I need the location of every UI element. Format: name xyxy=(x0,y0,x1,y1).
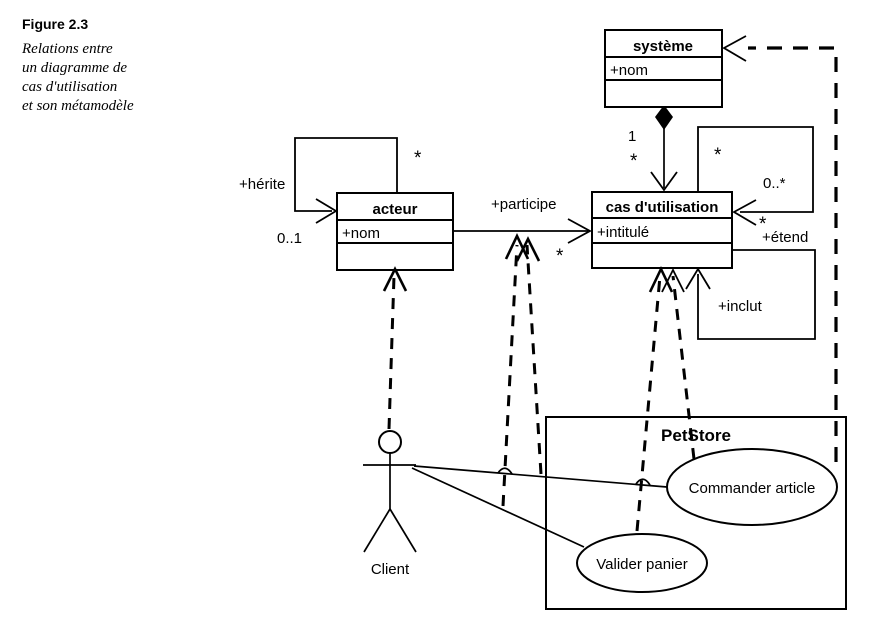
petstore-to-systeme-dashed-line xyxy=(748,46,838,462)
class-acteur: acteur +nom xyxy=(336,192,454,271)
composition-mult-cas: * xyxy=(630,151,638,172)
actor-leg-left xyxy=(363,508,391,553)
acteur-title: acteur xyxy=(372,201,417,218)
client-commander-line xyxy=(413,465,668,488)
cas-utilisation-attribute: +intitulé xyxy=(597,224,649,241)
valider-to-cas-arrowhead-icon xyxy=(648,265,674,293)
composition-diamond-icon xyxy=(655,105,673,130)
herite-mult-target: 0..1 xyxy=(277,230,302,247)
etend-mult-target: * xyxy=(759,214,767,235)
systeme-title: système xyxy=(633,38,693,55)
valider-panier-label: Valider panier xyxy=(596,556,687,573)
association-composition: 1 * xyxy=(628,105,678,192)
class-systeme: système +nom xyxy=(604,29,723,108)
petstore-to-systeme-arrowhead-icon xyxy=(722,35,747,62)
participe-label: +participe xyxy=(491,196,556,213)
cas-utilisation-title: cas d'utilisation xyxy=(606,199,719,216)
usecase-commander-article: Commander article xyxy=(666,448,838,526)
commander-to-cas-dashed-line xyxy=(671,275,696,460)
etend-loop-line xyxy=(697,126,814,213)
actor-leg-right xyxy=(389,508,417,553)
composition-arrowhead-icon xyxy=(650,171,678,192)
etend-arrowhead-icon xyxy=(732,199,757,226)
systeme-attribute: +nom xyxy=(610,62,648,79)
association-herite: +hérite 0..1 * xyxy=(239,137,422,247)
actor-client: Client xyxy=(363,430,417,578)
participe-arrowhead-icon xyxy=(567,218,592,244)
figure-caption: Figure 2.3 Relations entre un diagramme … xyxy=(22,16,182,116)
commander-to-cas-arrowhead-icon xyxy=(661,267,685,293)
caption-line-4: et son métamodèle xyxy=(22,98,134,114)
etend-mult: 0..* xyxy=(763,175,786,192)
client-to-acteur-dashed-line xyxy=(387,275,396,430)
class-cas-utilisation: cas d'utilisation +intitulé xyxy=(591,191,733,269)
actor-head-icon xyxy=(378,430,402,454)
caption-line-2: un diagramme de xyxy=(22,60,127,76)
systeme-box xyxy=(604,29,723,108)
commander-link-to-participe-arrowhead-icon xyxy=(515,236,541,262)
caption-line-1: Relations entre xyxy=(22,41,113,57)
valider-panier-ellipse xyxy=(576,533,708,593)
herite-mult-source: * xyxy=(414,148,422,169)
caption-line-3: cas d'utilisation xyxy=(22,79,118,95)
etend-mult-source: * xyxy=(714,145,722,166)
participe-mult-target: * xyxy=(556,246,564,267)
client-valider-line xyxy=(411,467,585,548)
client-label: Client xyxy=(371,561,410,578)
valider-link-to-participe-arrowhead-icon xyxy=(504,232,530,260)
usecase-valider-panier: Valider panier xyxy=(576,533,708,593)
commander-article-label: Commander article xyxy=(689,480,816,497)
herite-label: +hérite xyxy=(239,176,285,193)
client-to-acteur-arrowhead-icon xyxy=(382,266,408,292)
valider-to-cas-dashed-line xyxy=(635,275,662,532)
inclut-loop-line xyxy=(697,249,816,340)
acteur-attribute: +nom xyxy=(342,225,380,242)
etend-label: +étend xyxy=(762,229,808,246)
line-crossing-bump-2 xyxy=(635,478,651,486)
herite-loop-line xyxy=(294,137,398,212)
petstore-title: PetStore xyxy=(661,426,731,445)
association-etend: * 0..* * +étend xyxy=(697,126,814,246)
valider-link-to-participe-dashed-line xyxy=(501,244,519,507)
instance-associations xyxy=(411,465,668,548)
cas-utilisation-box xyxy=(591,191,733,269)
figure-label: Figure 2.3 xyxy=(22,16,89,32)
association-participe: +participe * xyxy=(453,196,592,267)
instanceof-links xyxy=(382,35,838,532)
line-crossing-bump-1 xyxy=(497,467,513,475)
acteur-box xyxy=(336,192,454,271)
inclut-label: +inclut xyxy=(718,298,763,315)
commander-link-to-participe-dashed-line xyxy=(525,244,543,475)
composition-mult-systeme: 1 xyxy=(628,128,636,145)
